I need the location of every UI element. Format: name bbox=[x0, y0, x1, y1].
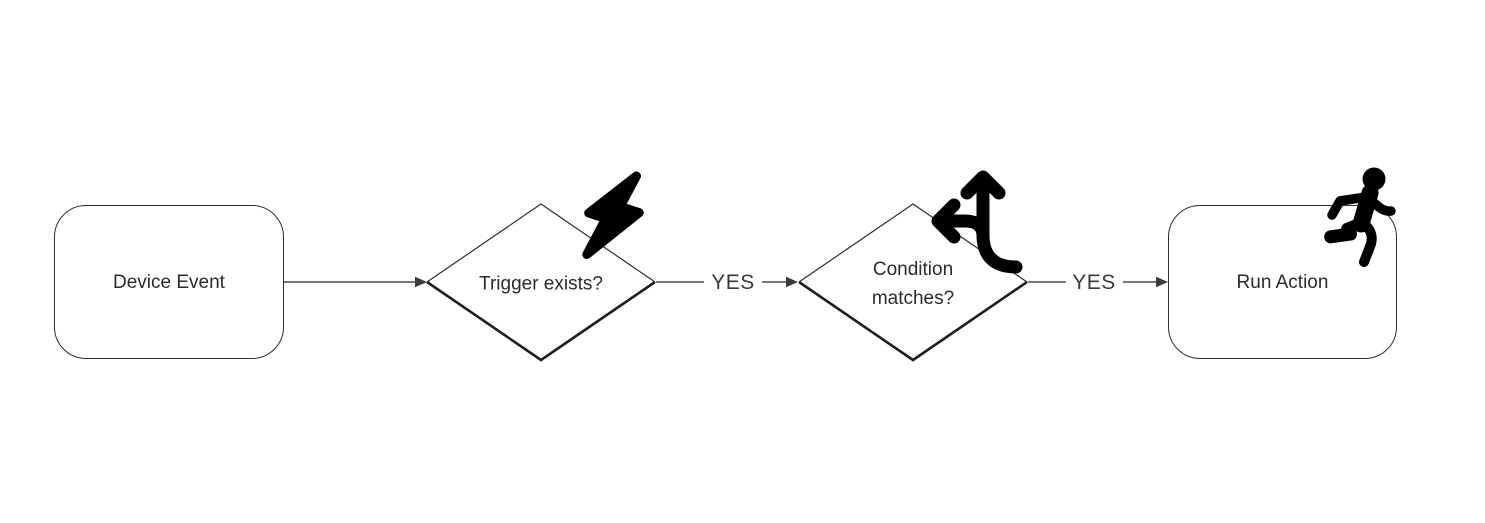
arrows-split-up-left-icon bbox=[931, 170, 1023, 274]
node-trigger-exists-label: Trigger exists? bbox=[479, 273, 603, 295]
node-device-event: Device Event bbox=[54, 205, 284, 359]
node-run-action: Run Action bbox=[1168, 205, 1397, 359]
edge-label-yes-1: YES bbox=[711, 271, 755, 294]
edge-trigger-to-condition bbox=[656, 276, 798, 288]
node-run-action-label: Run Action bbox=[1236, 271, 1329, 293]
arrowhead-icon bbox=[415, 276, 427, 288]
lightning-bolt-icon bbox=[582, 171, 644, 259]
node-condition-matches-label: Condition matches? bbox=[871, 259, 955, 309]
edge-label-yes-2: YES bbox=[1072, 271, 1116, 294]
arrowhead-icon bbox=[1156, 276, 1168, 288]
node-trigger-exists-shape bbox=[426, 203, 656, 362]
arrowhead-icon bbox=[786, 276, 798, 288]
node-device-event-label: Device Event bbox=[113, 271, 225, 293]
edge-condition-to-run-action bbox=[1028, 276, 1168, 288]
person-running-icon bbox=[1324, 167, 1396, 267]
edge-device-event-to-trigger bbox=[284, 276, 427, 288]
